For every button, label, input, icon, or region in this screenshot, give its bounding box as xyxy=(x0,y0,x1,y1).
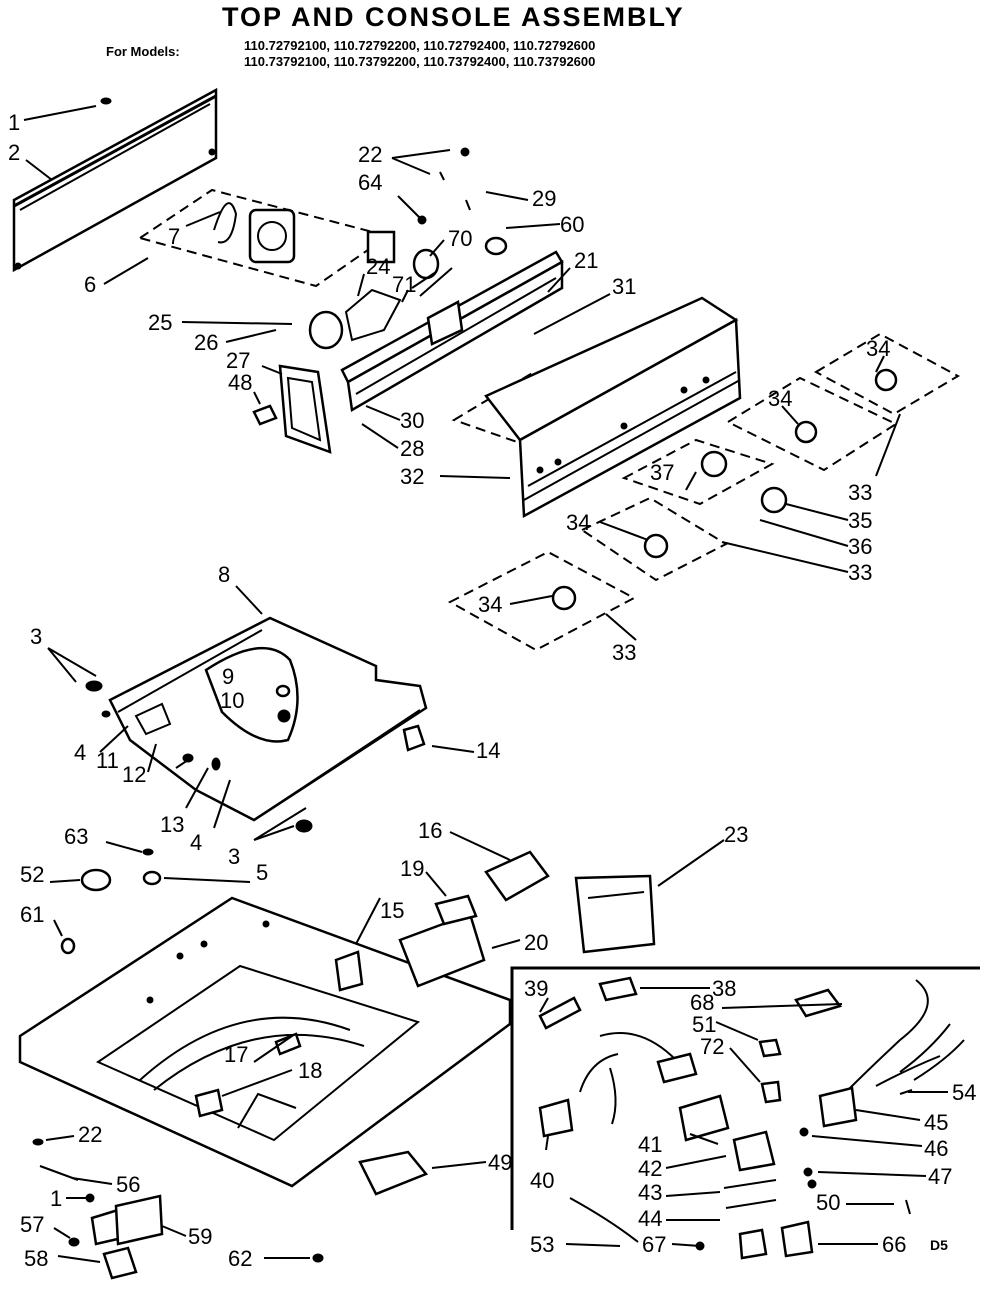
callout-9: 9 xyxy=(222,664,234,689)
callout-53: 53 xyxy=(530,1232,554,1257)
callout-4-b: 4 xyxy=(190,830,202,855)
console-rail xyxy=(340,250,564,413)
lid-assembly xyxy=(85,616,428,833)
callout-14: 14 xyxy=(476,738,500,763)
callout-44: 44 xyxy=(638,1206,662,1231)
callout-38: 38 xyxy=(712,976,736,1001)
callout-8: 8 xyxy=(218,562,230,587)
callout-34-a: 34 xyxy=(866,336,890,361)
callout-62: 62 xyxy=(228,1246,252,1271)
callout-64: 64 xyxy=(358,170,382,195)
callout-61: 61 xyxy=(20,902,44,927)
callout-57: 57 xyxy=(20,1212,44,1237)
leader-lines xyxy=(23,105,948,1263)
console-housing xyxy=(451,296,742,519)
callout-34-d: 34 xyxy=(478,592,502,617)
callout-34-c: 34 xyxy=(566,510,590,535)
callout-3-b: 3 xyxy=(228,844,240,869)
callout-12: 12 xyxy=(122,762,146,787)
callout-22: 22 xyxy=(358,142,382,167)
model-list-line-2: 110.73792100, 110.73792200, 110.73792400… xyxy=(244,54,595,69)
callout-27: 27 xyxy=(226,348,250,373)
callout-numbers: 1 2 6 7 22 29 64 60 70 24 71 21 31 25 26… xyxy=(8,110,976,1271)
callout-51: 51 xyxy=(692,1012,716,1037)
callout-71: 71 xyxy=(392,272,416,297)
callout-18: 18 xyxy=(298,1058,322,1083)
callout-39: 39 xyxy=(524,976,548,1001)
callout-46: 46 xyxy=(924,1136,948,1161)
callout-49: 49 xyxy=(488,1150,512,1175)
callout-48: 48 xyxy=(228,370,252,395)
callout-52: 52 xyxy=(20,862,44,887)
callout-17: 17 xyxy=(224,1042,248,1067)
callout-3-a: 3 xyxy=(30,624,42,649)
callout-23: 23 xyxy=(724,822,748,847)
callout-34-b: 34 xyxy=(768,386,792,411)
lower-left-parts xyxy=(32,1138,429,1280)
wiring-harness-inset xyxy=(510,966,980,1260)
backsplash-panel xyxy=(12,87,218,273)
callout-11: 11 xyxy=(96,748,119,773)
callout-60: 60 xyxy=(560,212,584,237)
callout-40: 40 xyxy=(530,1168,554,1193)
top-cover-small-parts xyxy=(60,848,656,1118)
callout-43: 43 xyxy=(638,1180,662,1205)
callout-15: 15 xyxy=(380,898,404,923)
callout-21: 21 xyxy=(574,248,598,273)
callout-66: 66 xyxy=(882,1232,906,1257)
callout-20: 20 xyxy=(524,930,548,955)
callout-29: 29 xyxy=(532,186,556,211)
drawing-code: D5 xyxy=(930,1237,948,1253)
callout-32: 32 xyxy=(400,464,424,489)
callout-33-c: 33 xyxy=(612,640,636,665)
callout-63: 63 xyxy=(64,824,88,849)
callout-13: 13 xyxy=(160,812,184,837)
washer-top-cover xyxy=(18,896,512,1188)
callout-19: 19 xyxy=(400,856,424,881)
control-switch-parts xyxy=(308,147,508,350)
callout-26: 26 xyxy=(194,330,218,355)
callout-47: 47 xyxy=(928,1164,952,1189)
callout-50: 50 xyxy=(816,1190,840,1215)
timer-assembly xyxy=(137,188,396,288)
end-bracket xyxy=(252,364,332,454)
models-label: For Models: xyxy=(106,44,180,59)
callout-37: 37 xyxy=(650,460,674,485)
callout-2: 2 xyxy=(8,140,20,165)
callout-58: 58 xyxy=(24,1246,48,1271)
callout-67: 67 xyxy=(642,1232,666,1257)
knob-groups xyxy=(447,332,961,652)
callout-42: 42 xyxy=(638,1156,662,1181)
model-list-line-1: 110.72792100, 110.72792200, 110.72792400… xyxy=(244,38,595,53)
callout-10: 10 xyxy=(220,688,244,713)
callout-70: 70 xyxy=(448,226,472,251)
callout-24: 24 xyxy=(366,254,390,279)
callout-33-b: 33 xyxy=(848,560,872,585)
callout-56: 56 xyxy=(116,1172,140,1197)
callout-28: 28 xyxy=(400,436,424,461)
callout-22-b: 22 xyxy=(78,1122,102,1147)
callout-68: 68 xyxy=(690,990,714,1015)
diagram-title: TOP AND CONSOLE ASSEMBLY xyxy=(222,2,685,32)
callout-41: 41 xyxy=(638,1132,662,1157)
callout-72: 72 xyxy=(700,1034,724,1059)
callout-5: 5 xyxy=(256,860,268,885)
callout-25: 25 xyxy=(148,310,172,335)
callout-1: 1 xyxy=(8,110,20,135)
callout-36: 36 xyxy=(848,534,872,559)
callout-54: 54 xyxy=(952,1080,976,1105)
callout-7: 7 xyxy=(168,224,180,249)
callout-33-a: 33 xyxy=(848,480,872,505)
callout-59: 59 xyxy=(188,1224,212,1249)
callout-35: 35 xyxy=(848,508,872,533)
callout-1-b: 1 xyxy=(50,1186,62,1211)
callout-16: 16 xyxy=(418,818,442,843)
callout-6: 6 xyxy=(84,272,96,297)
callout-31: 31 xyxy=(612,274,636,299)
callout-45: 45 xyxy=(924,1110,948,1135)
callout-30: 30 xyxy=(400,408,424,433)
callout-4-a: 4 xyxy=(74,740,86,765)
